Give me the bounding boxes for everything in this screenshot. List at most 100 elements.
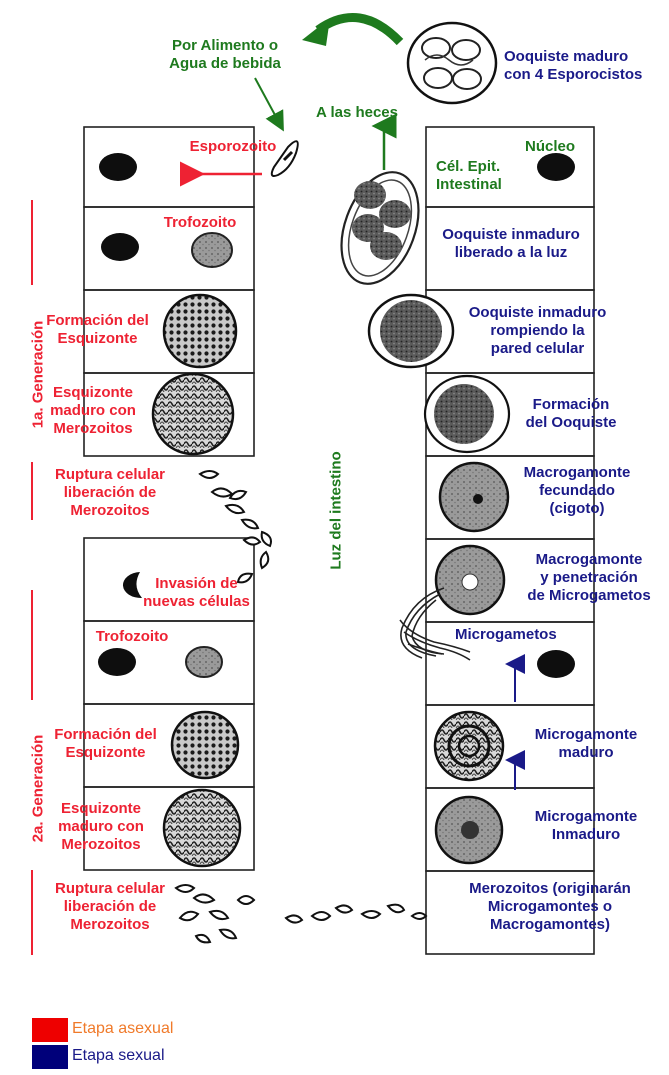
second-generation-label: 2a. Generación xyxy=(30,729,47,849)
microgametos-label: Microgametos xyxy=(455,626,595,644)
cel-epit-label: Cél. Epit. Intestinal xyxy=(436,158,536,194)
immature-oocyst-lumen-line-1: Ooquiste inmaduro xyxy=(426,226,596,244)
esquizonte-formation-1-label: Formación del Esquizonte xyxy=(30,312,165,348)
ingestion-line-1: Por Alimento o xyxy=(150,37,300,55)
macrogamonte-penetration-line-1: Macrogamonte xyxy=(514,551,664,569)
cel-epit-line-2: Intestinal xyxy=(436,176,536,194)
nucleus-icon xyxy=(537,650,575,678)
rupture-2-line-3: Merozoitos xyxy=(40,916,180,934)
trofozoito-icon xyxy=(192,233,232,267)
oocyst-formation-line-1: Formación xyxy=(512,396,630,414)
mature-oocyst-icon xyxy=(408,23,496,103)
nucleo-label: Núcleo xyxy=(515,138,585,156)
merozoites-released-1 xyxy=(200,471,271,582)
esquizonte-mature-2-line-3: Merozoitos xyxy=(46,836,156,854)
merozoitos-origin-line-1: Merozoitos (originarán xyxy=(455,880,645,898)
macrogamonte-fertilized-line-2: fecundado xyxy=(512,482,642,500)
macrogamonte-penetration-label: Macrogamonte y penetración de Microgamet… xyxy=(514,551,664,605)
ingestion-arrow xyxy=(255,78,282,128)
first-generation-label: 1a. Generación xyxy=(30,315,47,435)
microgamonte-mature-line-2: maduro xyxy=(526,744,646,762)
immature-oocyst-lumen-icon xyxy=(327,162,432,295)
microgamonte-immature-line-1: Microgamonte xyxy=(526,808,646,826)
trofozoito-1-label: Trofozoito xyxy=(150,214,250,232)
macrogamonte-penetration-icon xyxy=(436,546,504,614)
rupture-1-label: Ruptura celular liberación de Merozoitos xyxy=(40,466,180,520)
invasion-line-2: nuevas células xyxy=(134,593,259,611)
macrogamonte-penetration-line-2: y penetración xyxy=(514,569,664,587)
merozoitos-origin-line-2: Microgamontes o xyxy=(455,898,645,916)
rupture-1-line-3: Merozoitos xyxy=(40,502,180,520)
cycle-return-arrowhead xyxy=(302,18,330,46)
legend-swatch-asexual xyxy=(32,1018,68,1042)
microgamonte-mature-line-1: Microgamonte xyxy=(526,726,646,744)
esquizonte-mature-1-label: Esquizonte maduro con Merozoitos xyxy=(38,384,148,438)
immature-oocyst-breaking-label: Ooquiste inmaduro rompiendo la pared cel… xyxy=(460,304,615,358)
microgamonte-mature-icon xyxy=(435,712,503,780)
esquizonte-formation-2-line-1: Formación del xyxy=(38,726,173,744)
invasion-label: Invasión de nuevas células xyxy=(134,575,259,611)
esquizonte-mature-2-label: Esquizonte maduro con Merozoitos xyxy=(46,800,156,854)
esquizonte-mature-1-line-1: Esquizonte xyxy=(38,384,148,402)
cel-epit-line-1: Cél. Epit. xyxy=(436,158,536,176)
immature-oocyst-breaking-line-3: pared celular xyxy=(460,340,615,358)
microgamonte-immature-line-2: Inmaduro xyxy=(526,826,646,844)
ingestion-line-2: Agua de bebida xyxy=(150,55,300,73)
nucleus-icon xyxy=(537,153,575,181)
mature-oocyst-line-1: Ooquiste maduro xyxy=(504,48,669,66)
macrogamonte-fertilized-icon xyxy=(440,463,508,531)
microgamonte-immature-icon xyxy=(436,797,502,863)
macrogamonte-fertilized-line-1: Macrogamonte xyxy=(512,464,642,482)
trofozoito-icon xyxy=(186,647,222,677)
esquizonte-icon xyxy=(164,295,236,367)
nucleus-icon xyxy=(101,233,139,261)
immature-oocyst-breaking-line-1: Ooquiste inmaduro xyxy=(460,304,615,322)
merozoitos-origin-label: Merozoitos (originarán Microgamontes o M… xyxy=(455,880,645,934)
esquizonte-formation-1-line-1: Formación del xyxy=(30,312,165,330)
feces-label: A las heces xyxy=(316,104,436,122)
esporozoito-label: Esporozoito xyxy=(178,138,288,156)
mature-esquizonte-icon xyxy=(153,374,233,454)
esquizonte-mature-1-line-3: Merozoitos xyxy=(38,420,148,438)
esquizonte-mature-2-line-2: maduro con xyxy=(46,818,156,836)
invasion-line-1: Invasión de xyxy=(134,575,259,593)
esquizonte-mature-2-line-1: Esquizonte xyxy=(46,800,156,818)
merozoitos-origin-line-3: Macrogamontes) xyxy=(455,916,645,934)
esquizonte-formation-2-line-2: Esquizonte xyxy=(38,744,173,762)
cycle-return-arrow xyxy=(318,18,400,43)
nucleus-icon xyxy=(99,153,137,181)
immature-oocyst-lumen-line-2: liberado a la luz xyxy=(426,244,596,262)
oocyst-formation-icon xyxy=(425,376,509,452)
oocyst-formation-line-2: del Ooquiste xyxy=(512,414,630,432)
oocyst-formation-label: Formación del Ooquiste xyxy=(512,396,630,432)
microgamonte-immature-label: Microgamonte Inmaduro xyxy=(526,808,646,844)
rupture-2-label: Ruptura celular liberación de Merozoitos xyxy=(40,880,180,934)
esquizonte-icon xyxy=(172,712,238,778)
trofozoito-2-label: Trofozoito xyxy=(82,628,182,646)
rupture-1-line-1: Ruptura celular xyxy=(40,466,180,484)
microgamonte-mature-label: Microgamonte maduro xyxy=(526,726,646,762)
rupture-2-line-2: liberación de xyxy=(40,898,180,916)
legend-asexual-label: Etapa asexual xyxy=(72,1020,173,1038)
macrogamonte-fertilized-line-3: (cigoto) xyxy=(512,500,642,518)
esquizonte-mature-1-line-2: maduro con xyxy=(38,402,148,420)
mature-oocyst-line-2: con 4 Esporocistos xyxy=(504,66,669,84)
immature-oocyst-lumen-label: Ooquiste inmaduro liberado a la luz xyxy=(426,226,596,262)
ingestion-label: Por Alimento o Agua de bebida xyxy=(150,37,300,73)
legend-swatch-sexual xyxy=(32,1045,68,1069)
mature-esquizonte-icon xyxy=(164,790,240,866)
esquizonte-formation-1-line-2: Esquizonte xyxy=(30,330,165,348)
immature-oocyst-breaking-line-2: rompiendo la xyxy=(460,322,615,340)
mature-oocyst-label: Ooquiste maduro con 4 Esporocistos xyxy=(504,48,669,84)
merozoites-released-2 xyxy=(176,885,426,942)
oocyst-breaking-icon xyxy=(369,295,453,367)
rupture-1-line-2: liberación de xyxy=(40,484,180,502)
legend-sexual-label: Etapa sexual xyxy=(72,1047,165,1065)
rupture-2-line-1: Ruptura celular xyxy=(40,880,180,898)
esquizonte-formation-2-label: Formación del Esquizonte xyxy=(38,726,173,762)
macrogamonte-penetration-line-3: de Microgametos xyxy=(514,587,664,605)
intestinal-lumen-label: Luz del intestino xyxy=(328,441,345,581)
nucleus-icon xyxy=(98,648,136,676)
macrogamonte-fertilized-label: Macrogamonte fecundado (cigoto) xyxy=(512,464,642,518)
